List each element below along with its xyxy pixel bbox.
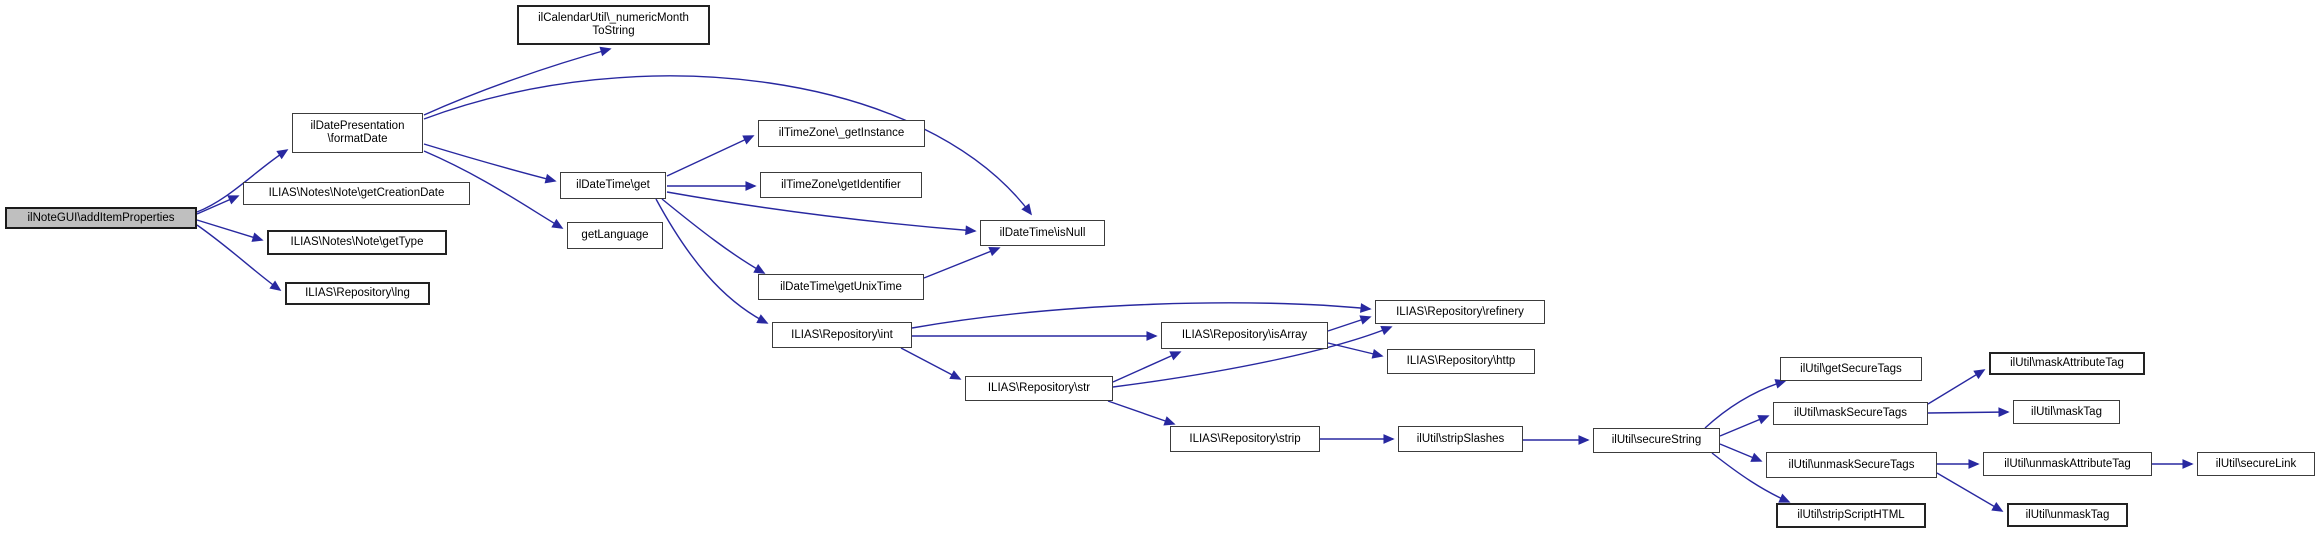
edge-isArray-to-refinery (1327, 315, 1372, 332)
node-label: getLanguage (581, 229, 649, 241)
node-label: ToString (592, 25, 635, 37)
node-isArray[interactable]: ILIAS\Repository\isArray (1161, 322, 1328, 349)
edge-secureString-to-maskSecureTags (1719, 415, 1770, 437)
node-secureString[interactable]: ilUtil\secureString (1593, 428, 1720, 453)
edge-isArray-to-http (1327, 342, 1384, 359)
node-label: ILIAS\Repository\refinery (1396, 305, 1524, 318)
node-label: ILIAS\Notes\Note\getCreationDate (268, 187, 445, 199)
node-formatDate[interactable]: ilDatePresentation\formatDate (292, 113, 423, 153)
edge-str-to-isArray (1112, 351, 1182, 383)
edge-secureString-to-getSecureTags (1704, 379, 1787, 429)
node-unmaskTag[interactable]: ilUtil\unmaskTag (2007, 503, 2128, 527)
node-getSecureTags[interactable]: ilUtil\getSecureTags (1780, 357, 1922, 381)
node-label: ilUtil\unmaskAttributeTag (2004, 457, 2131, 470)
node-label: ilDateTime\get (576, 179, 650, 191)
node-label: ilUtil\maskSecureTags (1793, 407, 1908, 419)
node-strip[interactable]: ILIAS\Repository\strip (1170, 426, 1320, 452)
node-label: ilUtil\stripScriptHTML (1797, 509, 1905, 521)
edge-secureString-to-unmaskSecureTags (1719, 443, 1763, 462)
node-label: \formatDate (327, 133, 388, 145)
node-stripSlashes[interactable]: ilUtil\stripSlashes (1398, 426, 1523, 452)
node-label: ilTimeZone\getIdentifier (781, 178, 901, 191)
node-label: ilDateTime\isNull (999, 226, 1086, 239)
node-stripScriptHTML[interactable]: ilUtil\stripScriptHTML (1776, 503, 1926, 528)
edge-secureString-to-stripScriptHTML (1711, 452, 1791, 503)
node-label: ilDatePresentation (310, 120, 405, 132)
node-label: ilUtil\maskTag (2031, 405, 2102, 418)
node-int[interactable]: ILIAS\Repository\int (772, 322, 912, 348)
node-getLanguage[interactable]: getLanguage (567, 222, 663, 249)
edge-formatDate-to-numericMonthToString (423, 46, 612, 116)
node-label: ilDateTime\getUnixTime (780, 280, 902, 293)
node-label: ilUtil\secureLink (2215, 457, 2297, 470)
edge-formatDate-to-get (423, 143, 557, 184)
node-refinery[interactable]: ILIAS\Repository\refinery (1375, 300, 1545, 324)
node-label: ILIAS\Repository\str (987, 382, 1091, 394)
edge-addItemProperties-to-lng (196, 224, 282, 291)
edge-addItemProperties-to-getType (196, 219, 264, 242)
edge-get-to-int (655, 198, 769, 324)
node-unmaskSecureTags[interactable]: ilUtil\unmaskSecureTags (1766, 452, 1937, 478)
node-maskSecureTags[interactable]: ilUtil\maskSecureTags (1773, 402, 1928, 425)
node-getInstance[interactable]: ilTimeZone\_getInstance (758, 120, 925, 147)
node-label: ilTimeZone\_getInstance (778, 127, 905, 139)
node-label: ilUtil\stripSlashes (1416, 432, 1505, 445)
node-label: ILIAS\Notes\Note\getType (290, 236, 424, 248)
edge-addItemProperties-to-getCreationDate (196, 195, 240, 215)
node-label: ILIAS\Repository\lng (305, 287, 410, 299)
edge-get-to-getUnixTime (661, 198, 766, 274)
edge-get-to-isNull (666, 191, 977, 236)
node-maskTag[interactable]: ilUtil\maskTag (2013, 400, 2120, 424)
node-label: ilUtil\maskAttributeTag (2010, 357, 2124, 369)
node-lng[interactable]: ILIAS\Repository\lng (285, 282, 430, 305)
node-label: ILIAS\Repository\int (791, 328, 893, 341)
node-maskAttributeTag[interactable]: ilUtil\maskAttributeTag (1989, 352, 2145, 375)
edge-int-to-refinery (911, 302, 1372, 329)
edge-addItemProperties-to-formatDate (196, 149, 289, 213)
node-str[interactable]: ILIAS\Repository\str (965, 376, 1113, 401)
node-label: ilNoteGUI\addItemProperties (27, 211, 175, 224)
edge-str-to-refinery (1112, 326, 1393, 388)
edge-maskSecureTags-to-maskTag (1927, 407, 2010, 418)
edge-formatDate-to-isNull (423, 75, 1033, 216)
node-secureLink[interactable]: ilUtil\secureLink (2197, 452, 2315, 476)
edge-formatDate-to-getLanguage (423, 150, 564, 229)
node-label: ILIAS\Repository\isArray (1181, 329, 1308, 341)
edge-int-to-str (900, 347, 962, 380)
node-label: ilUtil\unmaskSecureTags (1788, 458, 1915, 471)
node-getIdentifier[interactable]: ilTimeZone\getIdentifier (760, 172, 922, 198)
edge-getUnixTime-to-isNull (923, 246, 1001, 279)
node-unmaskAttributeTag[interactable]: ilUtil\unmaskAttributeTag (1983, 452, 2152, 476)
node-getType[interactable]: ILIAS\Notes\Note\getType (267, 230, 447, 255)
node-get[interactable]: ilDateTime\get (560, 172, 666, 199)
node-label: ilCalendarUtil\_numericMonth (538, 12, 689, 24)
node-label: ilUtil\unmaskTag (2025, 508, 2110, 521)
node-label: ILIAS\Repository\strip (1189, 432, 1301, 445)
node-getUnixTime[interactable]: ilDateTime\getUnixTime (758, 274, 924, 300)
node-http[interactable]: ILIAS\Repository\http (1387, 349, 1535, 374)
node-isNull[interactable]: ilDateTime\isNull (980, 220, 1105, 246)
node-label: ilUtil\secureString (1611, 434, 1702, 446)
edge-maskSecureTags-to-maskAttributeTag (1927, 369, 1986, 405)
edge-get-to-getInstance (666, 135, 755, 177)
node-label: ILIAS\Repository\http (1406, 355, 1516, 367)
node-label: ilUtil\getSecureTags (1800, 362, 1902, 375)
edge-str-to-strip (1107, 400, 1176, 426)
node-addItemProperties[interactable]: ilNoteGUI\addItemProperties (5, 207, 197, 229)
edge-unmaskSecureTags-to-unmaskTag (1936, 472, 2004, 512)
node-getCreationDate[interactable]: ILIAS\Notes\Note\getCreationDate (243, 182, 470, 205)
